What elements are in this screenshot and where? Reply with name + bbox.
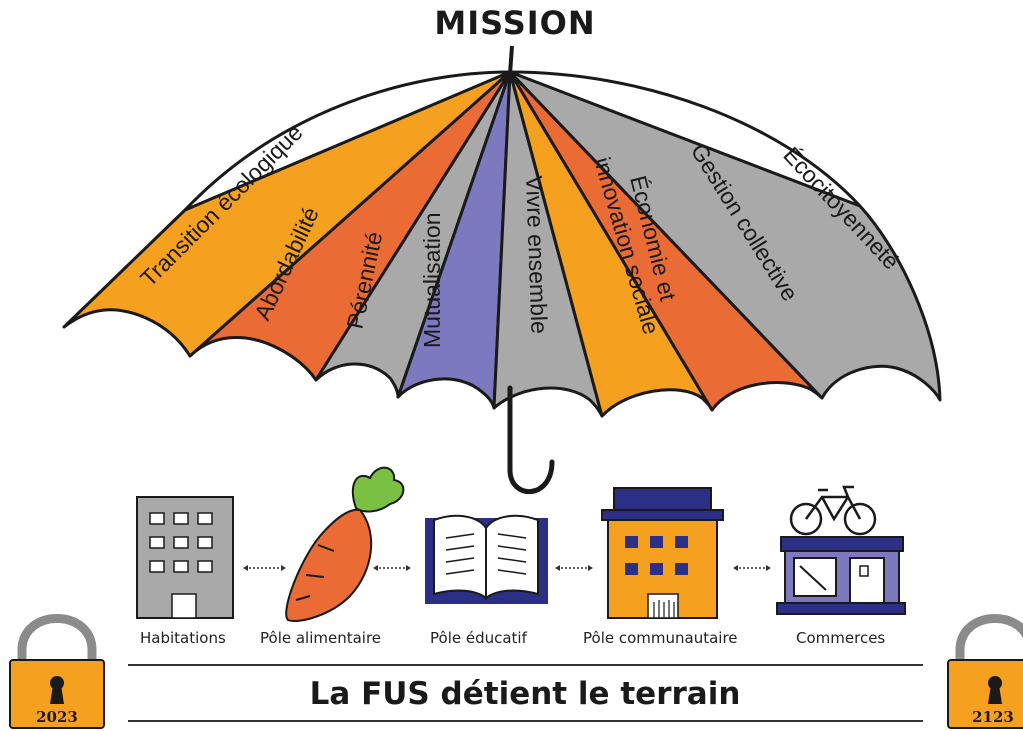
pole-label-communautaire: Pôle communautaire bbox=[583, 629, 738, 647]
padlock-right-icon bbox=[947, 614, 1023, 729]
divider-top bbox=[128, 664, 923, 666]
segment-label-vivre-ensemble: Vivre ensemble bbox=[521, 175, 553, 334]
pole-label-habitations: Habitations bbox=[140, 629, 226, 647]
lock-left-year: 2023 bbox=[36, 708, 78, 726]
umbrella-handle bbox=[507, 385, 555, 495]
segment-abordabilite bbox=[188, 70, 512, 382]
connectors bbox=[243, 565, 771, 571]
community-building-icon bbox=[601, 487, 724, 619]
building-icon bbox=[136, 496, 234, 619]
pole-label-alimentaire: Pôle alimentaire bbox=[260, 629, 382, 647]
padlock-left-icon bbox=[9, 614, 105, 729]
pole-label-commerces: Commerces bbox=[796, 629, 886, 647]
segment-mutualisation bbox=[396, 70, 512, 410]
carrot-icon bbox=[285, 466, 405, 622]
segment-perennite bbox=[314, 70, 512, 399]
segment-label-mutualisation: Mutualisation bbox=[419, 212, 445, 348]
umbrella-tip bbox=[508, 45, 514, 75]
pole-label-educatif: Pôle éducatif bbox=[430, 629, 527, 647]
divider-bottom bbox=[128, 720, 923, 722]
umbrella-canopy bbox=[62, 70, 942, 418]
open-book-icon bbox=[425, 514, 548, 604]
footer-title: La FUS détient le terrain bbox=[309, 676, 741, 712]
mission-title: MISSION bbox=[434, 4, 596, 42]
shop-with-bicycle-icon bbox=[776, 485, 906, 615]
lock-right-year: 2123 bbox=[972, 708, 1014, 726]
segment-ecocitoyennete bbox=[508, 70, 942, 402]
segment-transition-ecologique bbox=[62, 70, 512, 358]
